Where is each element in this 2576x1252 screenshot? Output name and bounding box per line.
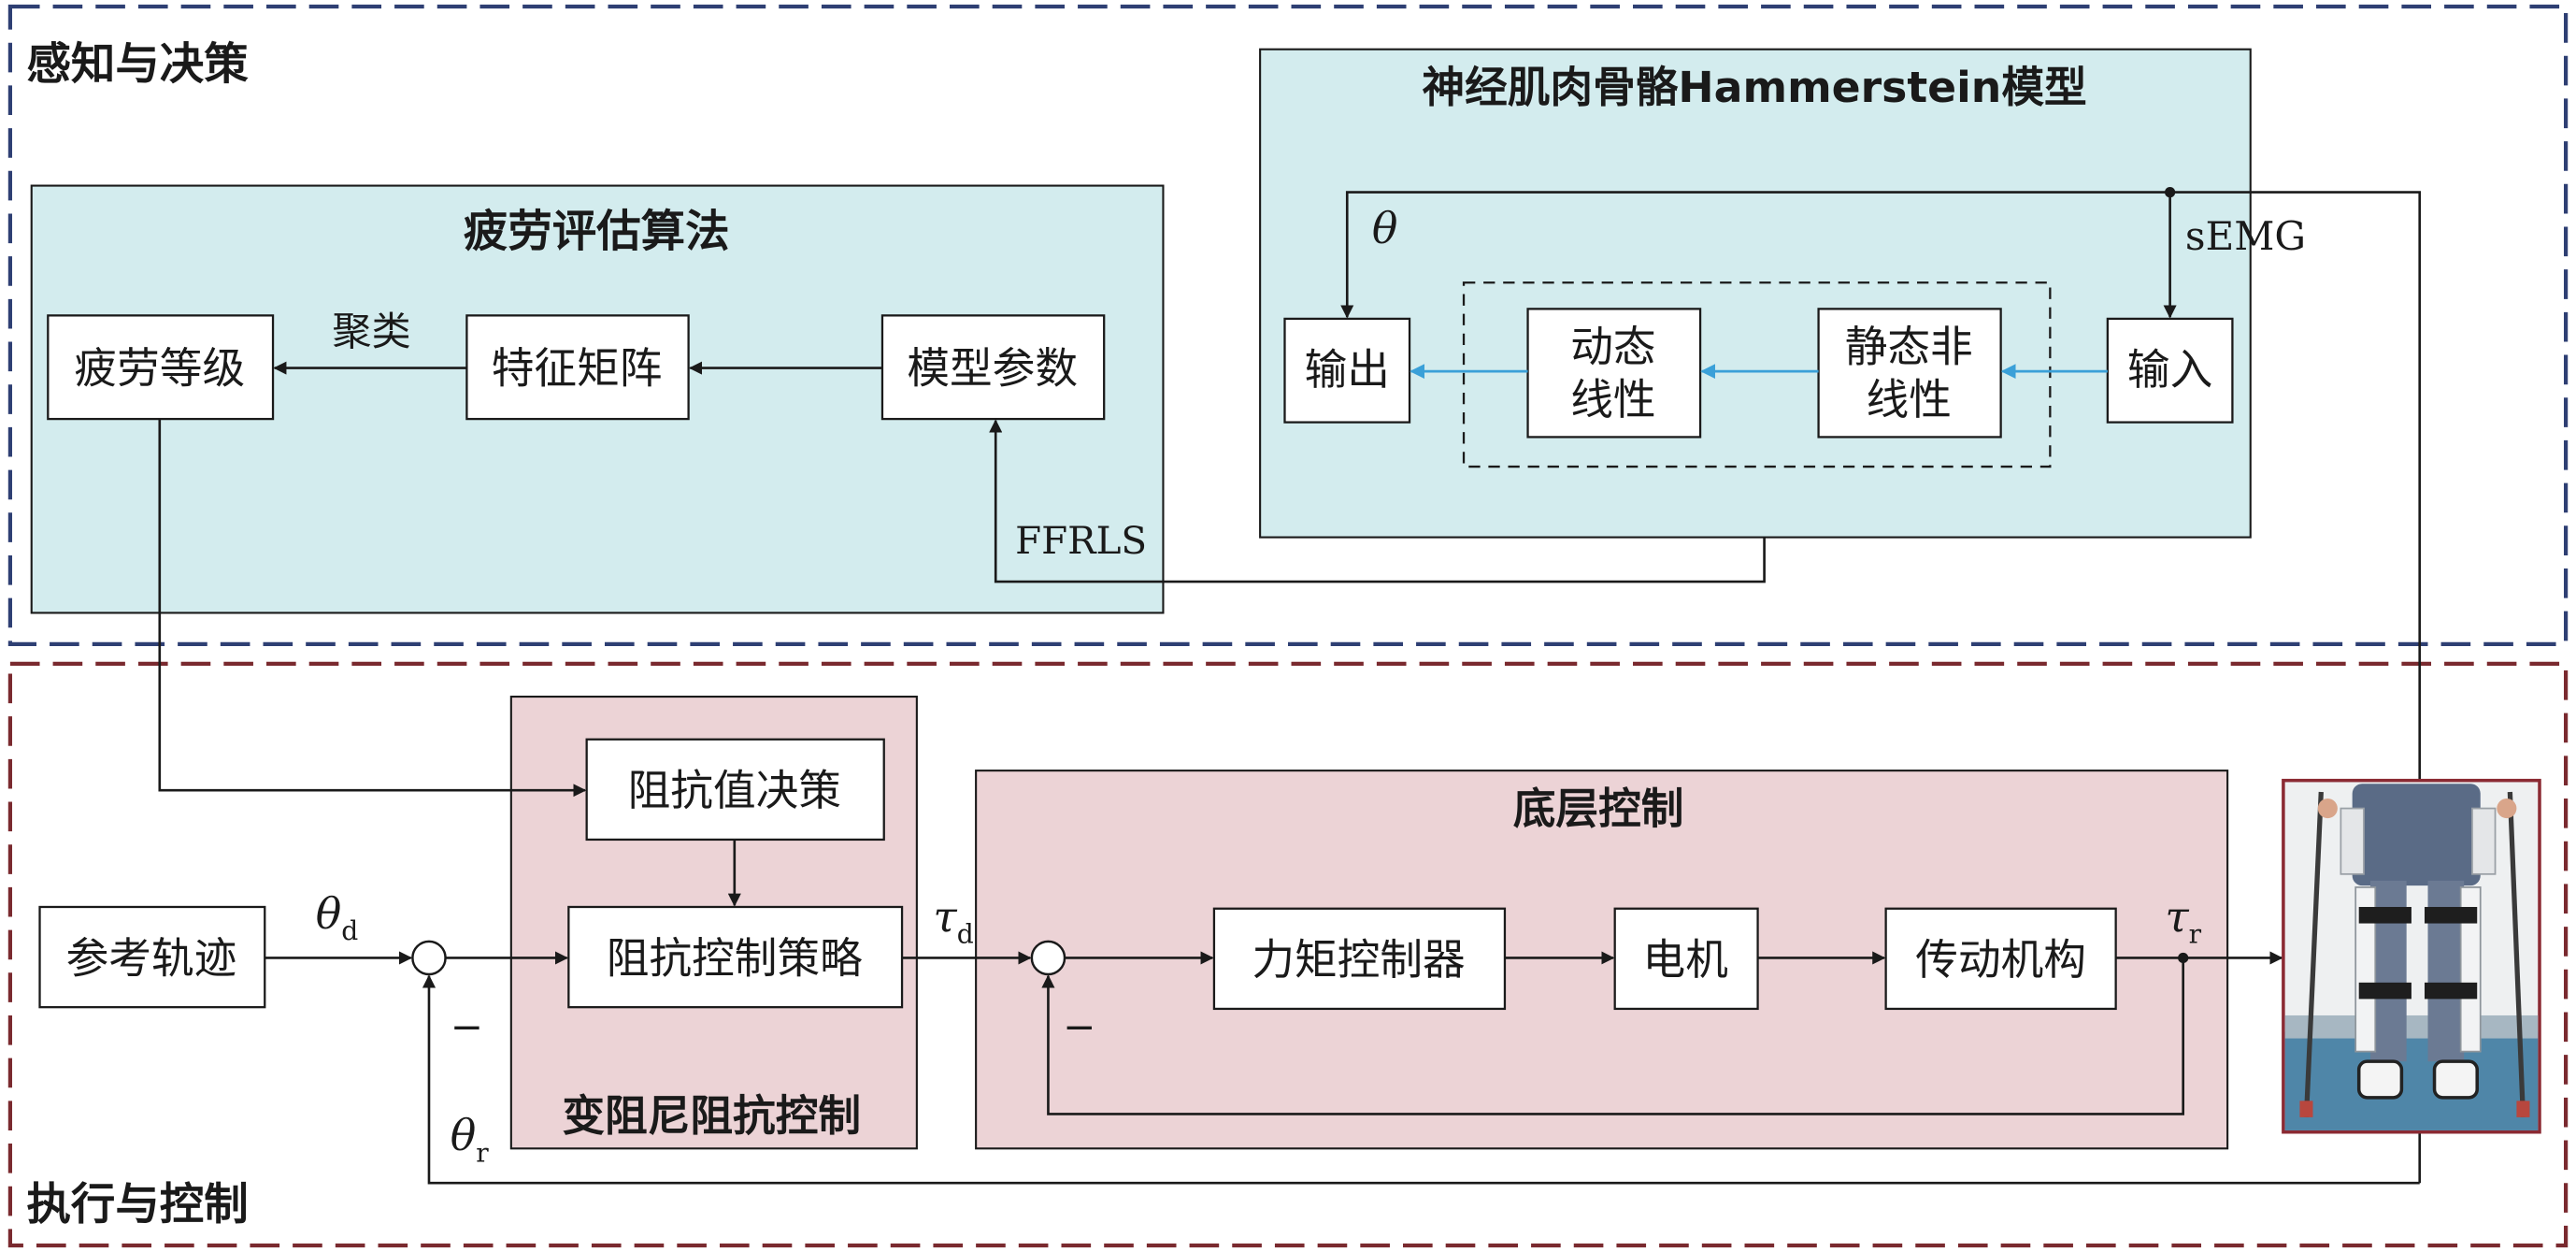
theta-r-sub: r	[476, 1137, 489, 1168]
feature-matrix-label: 特征矩阵	[492, 343, 663, 393]
position-feedback-loop	[422, 974, 2420, 1185]
execution-region-title: 执行与控制	[26, 1179, 248, 1230]
theta-d-sub: d	[341, 915, 358, 946]
fatigue-to-decision-path	[158, 419, 587, 798]
impedance-strategy-block	[567, 905, 904, 1009]
hammerstein-panel	[1259, 48, 2252, 539]
dynamic-linear-block	[1526, 308, 1702, 439]
minus-sign-1: −	[451, 1003, 483, 1049]
torque-controller-block	[1212, 907, 1507, 1011]
reference-label: 参考轨迹	[66, 933, 237, 983]
fatigue-level-label: 疲劳等级	[74, 343, 245, 393]
semg-label: sEMG	[2185, 213, 2306, 259]
tau-r-sub: r	[2189, 919, 2202, 950]
perception-region-title: 感知与决策	[26, 38, 249, 90]
theta-feedback-line	[1340, 191, 2422, 1184]
tau-r-label: τr	[2165, 892, 2201, 949]
ffrls-label: FFRLS	[1015, 518, 1147, 563]
execution-region	[7, 661, 2569, 1248]
low-level-panel-title: 底层控制	[1513, 784, 1684, 833]
input-block	[2106, 317, 2234, 424]
theta-r-label: θr	[451, 1111, 490, 1168]
sum-junction-2	[1030, 940, 1066, 976]
impedance-decision-block	[585, 738, 885, 842]
static-nonlinear-line2: 线性	[1867, 375, 1952, 425]
theta-d-label: θd	[316, 889, 359, 946]
fatigue-panel-title: 疲劳评估算法	[464, 207, 730, 258]
static-nonlinear-block	[1817, 308, 2002, 439]
hammerstein-panel-title: 神经肌肉骨骼Hammerstein模型	[1422, 63, 2086, 112]
output-block	[1283, 317, 1411, 424]
static-nonlinear-line1: 静态非	[1845, 323, 1973, 372]
sum-junction-1	[411, 940, 447, 976]
transmission-label: 传动机构	[1915, 935, 2086, 985]
motor-label: 电机	[1643, 935, 1728, 985]
input-label: 输入	[2127, 345, 2212, 395]
output-label: 输出	[1305, 345, 1390, 395]
impedance-strategy-label: 阻抗控制策略	[607, 933, 863, 983]
tau-d-label: τd	[933, 892, 973, 949]
model-dashed-box	[1462, 281, 2052, 468]
model-params-label: 模型参数	[907, 343, 1078, 393]
minus-sign-2: −	[1063, 1003, 1095, 1049]
impedance-decision-label: 阻抗值决策	[628, 766, 841, 815]
torque-controller-label: 力矩控制器	[1252, 935, 1465, 985]
transmission-block	[1884, 907, 2117, 1011]
dynamic-linear-line1: 动态	[1570, 323, 1655, 372]
reference-block	[38, 905, 266, 1009]
theta-label: θ	[1372, 204, 1398, 253]
perception-region	[7, 4, 2569, 646]
dynamic-linear-line2: 线性	[1570, 375, 1655, 425]
impedance-panel-title: 变阻尼阻抗控制	[562, 1091, 861, 1141]
clustering-label: 聚类	[332, 309, 410, 354]
torque-feedback-loop	[1041, 957, 2185, 1115]
tau-d-sub: d	[957, 919, 974, 950]
motor-block	[1613, 907, 1759, 1011]
fatigue-level-block	[47, 314, 275, 421]
exoskeleton-photo	[2282, 778, 2541, 1134]
